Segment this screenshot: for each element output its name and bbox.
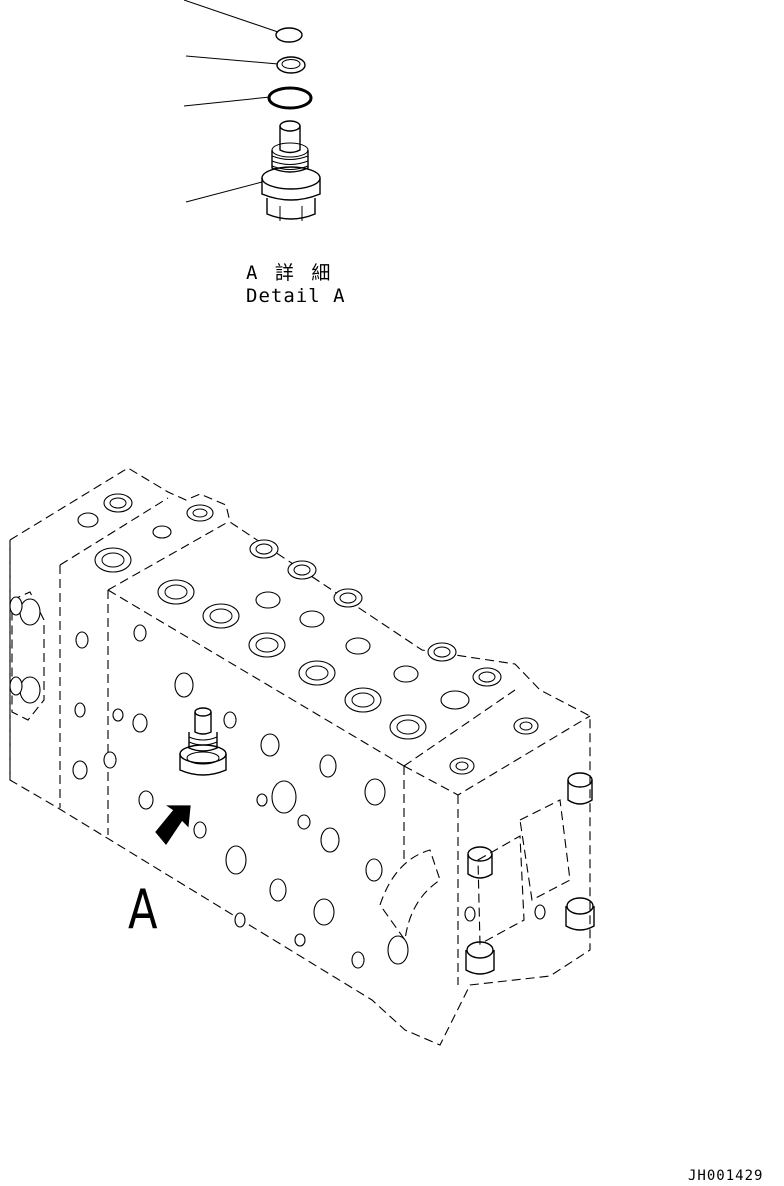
- top-ports: [77, 493, 539, 775]
- control-valve-assembly: [9, 467, 595, 1046]
- leader-line-backup-ring: [185, 55, 279, 65]
- detail-a-parts: [183, 0, 321, 221]
- end-cap-boss: [379, 849, 441, 942]
- installed-plug: [179, 707, 227, 776]
- large-o-ring: [267, 86, 313, 110]
- leader-line-large-o-ring: [183, 96, 271, 107]
- front-face-holes: [72, 624, 386, 969]
- view-direction-arrow: [155, 805, 191, 846]
- left-flange-bolts: [9, 596, 41, 704]
- section-edge-1: [59, 497, 169, 566]
- plug: [261, 120, 321, 221]
- detail-title-english: Detail A: [246, 285, 346, 307]
- leader-line-small-o-ring: [183, 0, 279, 33]
- end-cap-top-front: [403, 715, 591, 796]
- backup-ring: [276, 56, 306, 74]
- left-flange: [11, 591, 45, 721]
- detail-title-japanese: A 詳 細: [246, 262, 334, 284]
- end-cap-flange: [477, 835, 525, 945]
- end-cap-recess: [519, 799, 571, 901]
- view-label: A: [128, 878, 158, 941]
- end-cap-bolts: [387, 772, 595, 975]
- small-o-ring: [275, 27, 303, 43]
- top-front-edge: [107, 589, 405, 767]
- leader-line-plug: [185, 181, 263, 203]
- drawing-number: JH001429: [688, 1168, 764, 1184]
- section-edge-3: [107, 521, 229, 591]
- end-cap-top-edge: [403, 689, 516, 767]
